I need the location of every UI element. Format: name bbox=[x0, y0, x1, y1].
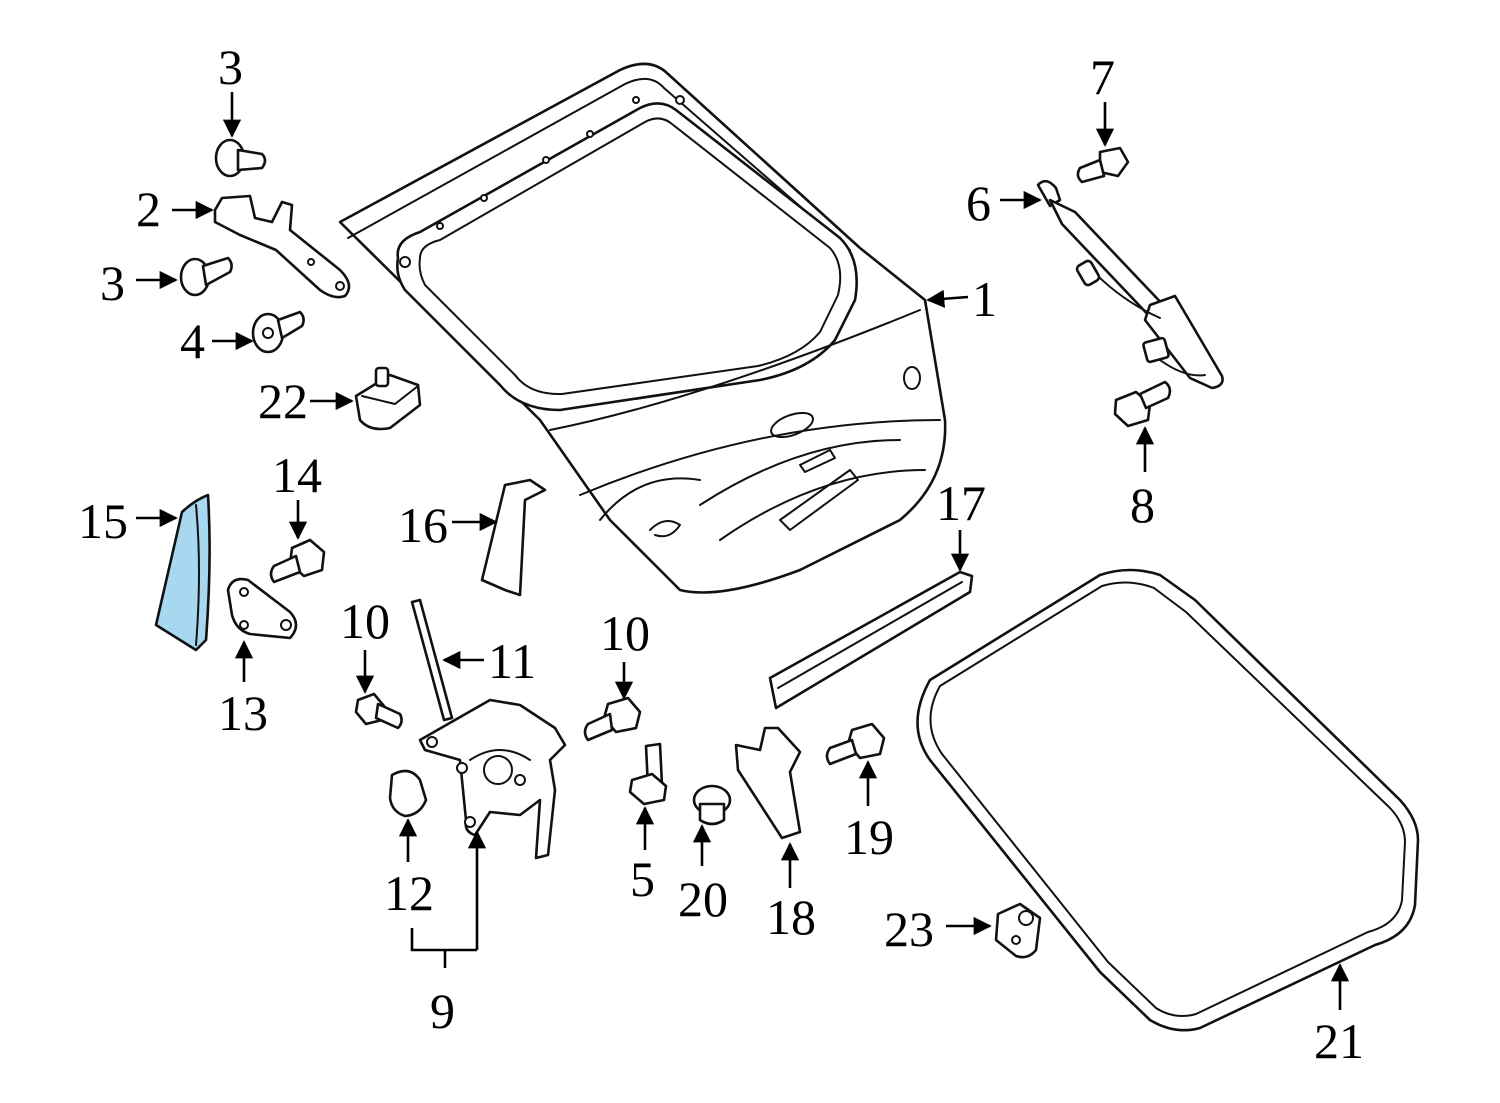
callout-6[interactable]: 6 bbox=[966, 175, 991, 231]
part-23-clip[interactable] bbox=[994, 902, 1042, 959]
callout-14[interactable]: 14 bbox=[272, 447, 322, 503]
part-2-hinge[interactable] bbox=[213, 194, 351, 299]
callout-23[interactable]: 23 bbox=[884, 901, 934, 957]
callout-17[interactable]: 17 bbox=[936, 475, 986, 531]
callout-16[interactable]: 16 bbox=[398, 497, 448, 553]
part-15-trim-panel[interactable] bbox=[154, 493, 211, 652]
callout-11[interactable]: 11 bbox=[488, 633, 536, 689]
callout-1[interactable]: 1 bbox=[972, 271, 997, 327]
part-1-liftgate[interactable] bbox=[338, 62, 947, 594]
part-16-trim[interactable] bbox=[480, 478, 547, 597]
callout-20[interactable]: 20 bbox=[678, 871, 728, 927]
part-14-bolt[interactable] bbox=[269, 538, 326, 584]
part-9-latch[interactable] bbox=[418, 698, 567, 860]
callout-9[interactable]: 9 bbox=[430, 983, 455, 1039]
part-22-bumper[interactable] bbox=[354, 366, 422, 431]
callout-8[interactable]: 8 bbox=[1130, 477, 1155, 533]
part-3-bolt-upper[interactable] bbox=[214, 138, 267, 178]
callout-15[interactable]: 15 bbox=[78, 493, 128, 549]
bracket-9 bbox=[410, 928, 477, 968]
part-21-weatherstrip[interactable] bbox=[916, 568, 1420, 1032]
part-8-bolt[interactable] bbox=[1113, 380, 1172, 428]
part-7-bolt[interactable] bbox=[1076, 146, 1130, 184]
callout-2[interactable]: 2 bbox=[136, 181, 161, 237]
part-6-gas-strut[interactable] bbox=[1036, 179, 1224, 390]
callout-7[interactable]: 7 bbox=[1090, 49, 1115, 105]
part-12-cap[interactable] bbox=[388, 769, 428, 818]
callout-3-upper[interactable]: 3 bbox=[218, 39, 243, 95]
part-10-bolt-left[interactable] bbox=[354, 692, 403, 730]
part-19-bolt[interactable] bbox=[825, 722, 886, 766]
leader-lines bbox=[136, 92, 1350, 1010]
part-11-rod[interactable] bbox=[410, 598, 454, 722]
part-17-strip[interactable] bbox=[768, 570, 974, 710]
part-18-trim[interactable] bbox=[734, 726, 802, 840]
callout-4[interactable]: 4 bbox=[180, 313, 205, 369]
callout-5[interactable]: 5 bbox=[630, 851, 655, 907]
callout-22[interactable]: 22 bbox=[258, 373, 308, 429]
part-13-bracket[interactable] bbox=[226, 577, 298, 640]
callout-labels: 1 2 3 3 4 5 6 7 8 9 10 10 11 12 13 14 15… bbox=[78, 39, 1364, 1069]
callout-21[interactable]: 21 bbox=[1314, 1013, 1364, 1069]
callout-3-lower[interactable]: 3 bbox=[100, 255, 125, 311]
part-5-stud[interactable] bbox=[628, 742, 668, 806]
callout-10-left[interactable]: 10 bbox=[340, 593, 390, 649]
callout-10-right[interactable]: 10 bbox=[600, 605, 650, 661]
callout-18[interactable]: 18 bbox=[766, 889, 816, 945]
part-20-clip[interactable] bbox=[692, 784, 732, 826]
callout-19[interactable]: 19 bbox=[844, 809, 894, 865]
callout-13[interactable]: 13 bbox=[218, 685, 268, 741]
part-3-bolt-lower[interactable] bbox=[179, 256, 233, 297]
part-10-bolt-right[interactable] bbox=[583, 696, 642, 742]
part-4-bolt[interactable] bbox=[251, 310, 305, 354]
callout-12[interactable]: 12 bbox=[384, 865, 434, 921]
